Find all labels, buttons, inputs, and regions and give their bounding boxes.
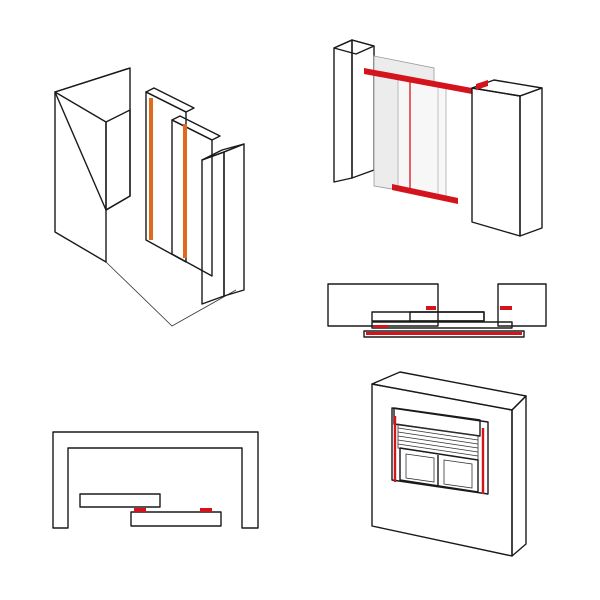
floor-outline — [105, 261, 237, 327]
right-wall-section — [497, 283, 547, 327]
left-block-top — [333, 39, 375, 55]
roller-shutter-window-illustration — [371, 371, 527, 557]
left-block-side — [333, 39, 353, 183]
door-leaf-section-b — [409, 311, 485, 322]
shutter-box — [393, 407, 481, 437]
panel-section-upper — [79, 493, 161, 508]
door-leaf-section-a — [371, 311, 485, 322]
window-pane-left — [405, 453, 435, 483]
window-frame — [399, 447, 479, 493]
gasket-red-2 — [500, 306, 512, 310]
right-wall-front — [201, 151, 225, 305]
left-wall-section — [327, 283, 439, 327]
door-leaf-2 — [171, 119, 213, 277]
gasket-red-3 — [374, 325, 388, 328]
top-track-red — [364, 68, 472, 94]
seal-red-1 — [134, 508, 146, 512]
window-pane-right — [443, 459, 473, 489]
corner-sliding-door-illustration — [54, 67, 245, 327]
panel-section-lower — [130, 511, 222, 527]
door-leaf-2-orange-edge — [183, 124, 187, 258]
wall-top — [371, 371, 527, 411]
threshold-section — [363, 330, 525, 338]
sliding-door-track-illustration — [333, 39, 543, 237]
wall-section-illustration — [52, 431, 259, 529]
door-leaf-section-c — [371, 321, 513, 329]
gasket-red-1 — [426, 306, 436, 310]
right-block-side — [519, 87, 543, 237]
left-block-front — [351, 39, 375, 179]
plan-section-illustration — [327, 283, 547, 338]
door-leaf-1-top — [145, 87, 195, 113]
seal-red-2 — [200, 508, 212, 512]
door-leaf-1-orange-edge — [149, 98, 153, 240]
left-wall-edge — [105, 109, 131, 211]
wall-u-section — [52, 431, 259, 529]
wall-side — [511, 395, 527, 557]
left-wall-side — [54, 67, 131, 211]
door-panel-front — [397, 77, 447, 199]
right-wall-top — [201, 143, 245, 161]
bottom-track-red — [392, 184, 458, 204]
wall-front — [371, 383, 513, 557]
left-wall-front — [54, 91, 107, 263]
right-block-front — [471, 87, 521, 237]
threshold-red — [366, 332, 522, 335]
door-leaf-2-top — [171, 115, 221, 141]
